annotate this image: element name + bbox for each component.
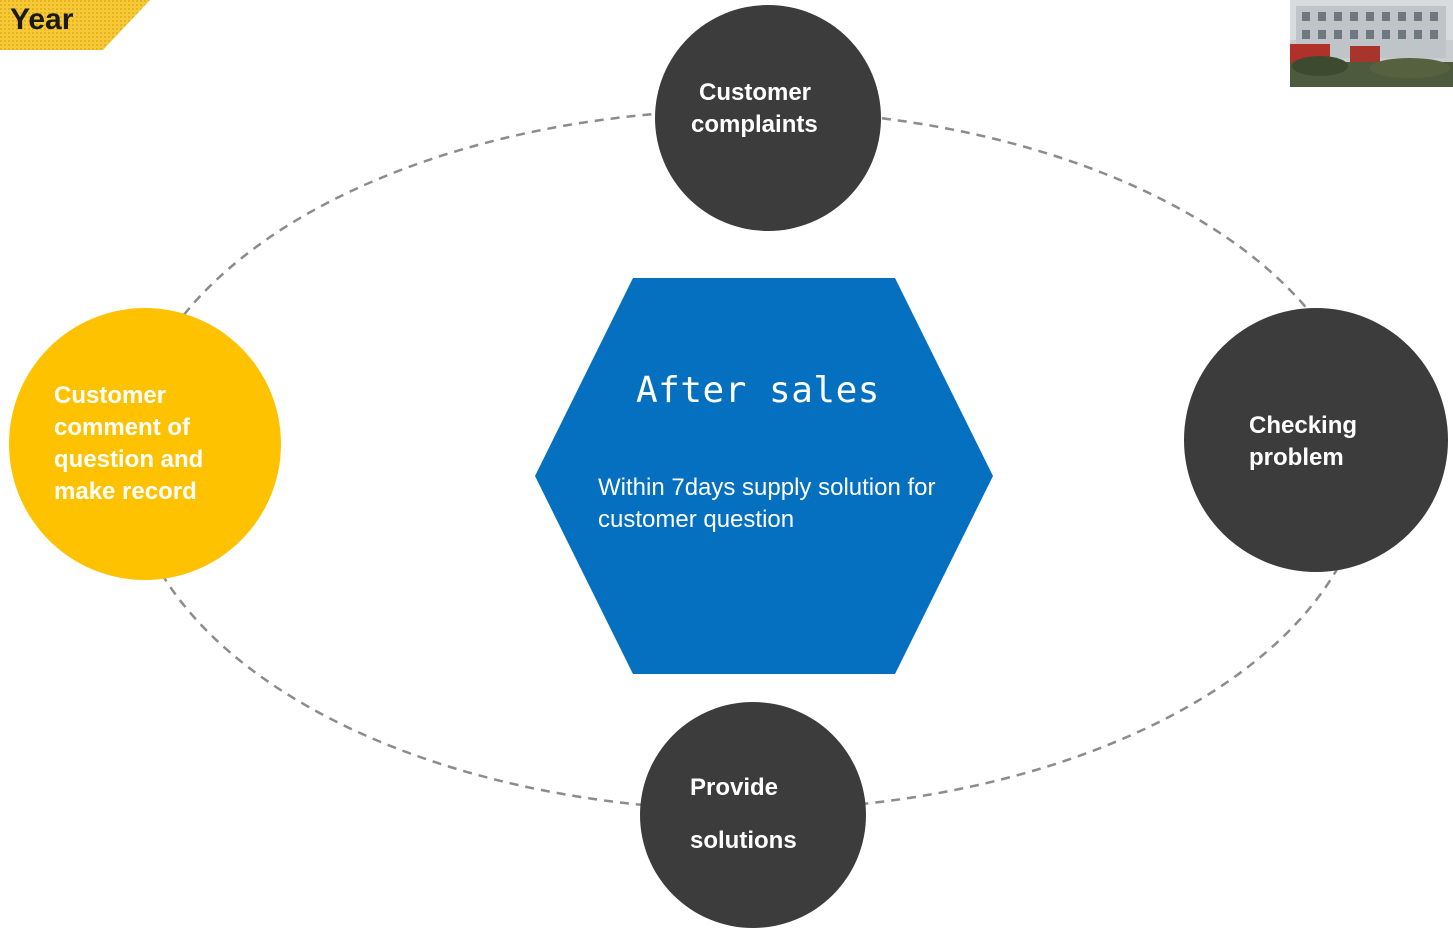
node-customer-record-line4: make record — [54, 478, 197, 505]
node-customer-record-line3: question and — [54, 446, 204, 473]
node-customer-record: Customer comment of question and make re… — [9, 308, 281, 580]
after-sales-title: After sales — [636, 370, 880, 411]
node-checking-problem-line1: Checking — [1249, 412, 1358, 439]
after-sales-hexagon — [535, 278, 993, 674]
node-provide-solutions-line2: solutions — [690, 827, 797, 854]
factory-building-photo — [1290, 0, 1453, 87]
node-checking-problem: Checking problem — [1184, 308, 1448, 572]
node-customer-complaints: Customer complaints — [655, 5, 881, 231]
after-sales-subtitle: Within 7days supply solution for custome… — [598, 474, 936, 533]
node-customer-record-line2: comment of — [54, 414, 191, 441]
year-tag — [0, 0, 150, 50]
year-tag-label: Year — [10, 3, 74, 36]
node-customer-record-line1: Customer — [54, 382, 167, 409]
node-provide-solutions-line1: Provide — [690, 774, 779, 801]
node-provide-solutions: Provide solutions — [640, 702, 866, 928]
node-checking-problem-line2: problem — [1249, 444, 1344, 471]
node-customer-complaints-line2: complaints — [691, 111, 818, 138]
node-customer-complaints-line1: Customer — [699, 79, 812, 106]
